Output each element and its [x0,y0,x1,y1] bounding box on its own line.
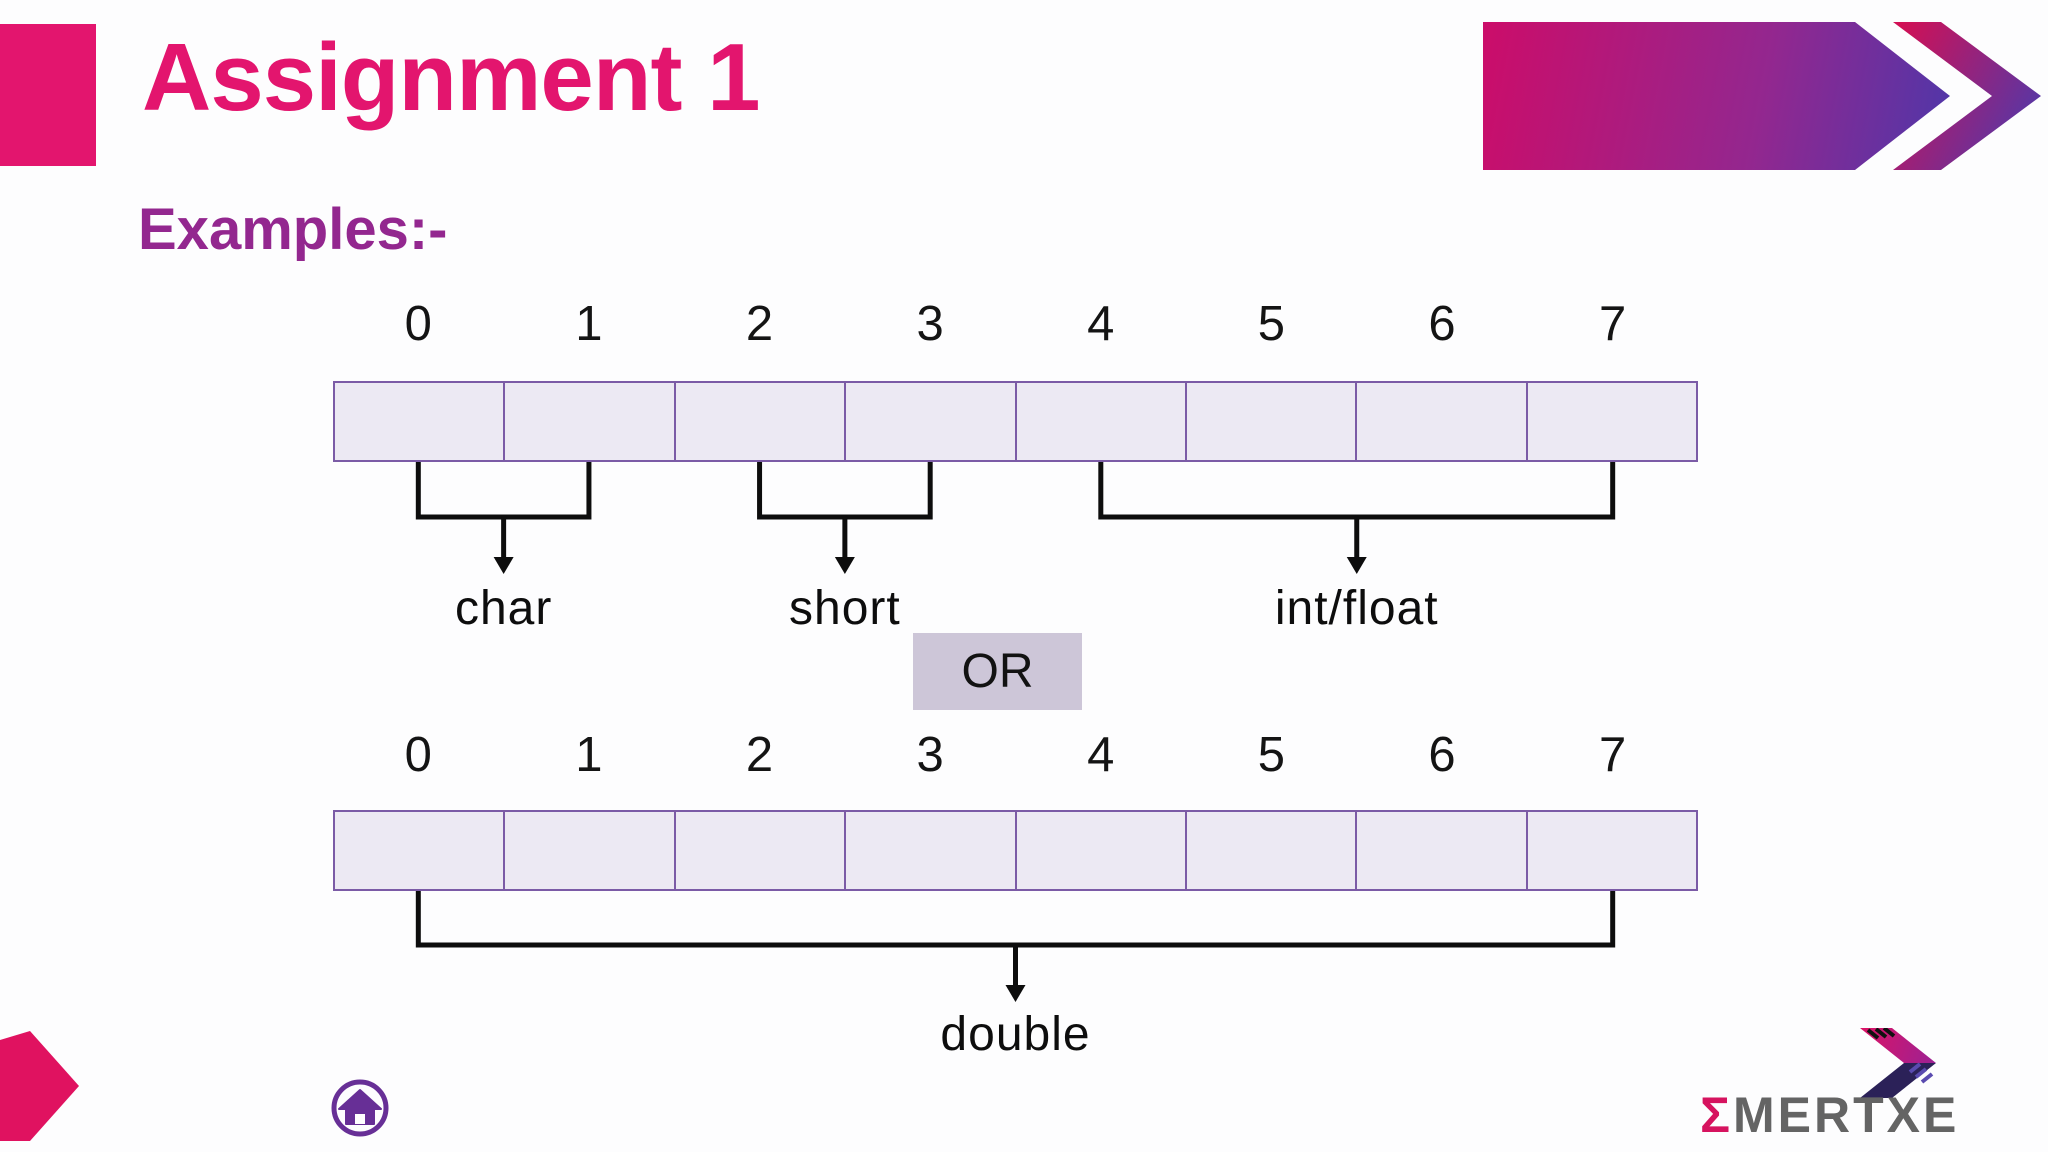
byte-cell [505,812,676,889]
arrowhead-icon [493,557,514,574]
arrowhead-icon [1005,985,1026,1002]
corner-accent-square [0,24,96,166]
type-label-double: double [940,1008,1091,1061]
byte-cell [846,812,1017,889]
byte-index: 7 [1599,297,1627,351]
byte-cell [335,383,506,460]
byte-cell [1357,383,1528,460]
logo-sigma: Σ [1700,1087,1734,1143]
header-arrow-body [1483,22,1950,170]
footer-accent-pentagon [0,1031,79,1141]
or-label-box: OR [913,633,1082,710]
byte-index: 4 [1087,297,1115,351]
byte-cell [335,812,506,889]
byte-index: 3 [916,297,944,351]
byte-cell [1357,812,1528,889]
group-bracket-int/float [1098,462,1616,520]
group-bracket-short [757,462,933,520]
byte-cell [1527,383,1696,460]
emertxe-logo-mark [1860,1028,1936,1098]
byte-cell [675,812,847,889]
byte-index-row-2: 0 1 2 3 4 5 6 7 [333,727,1698,785]
byte-cell [1527,812,1696,889]
byte-index: 2 [745,728,774,782]
byte-cell [1016,812,1187,889]
byte-index: 5 [1257,728,1286,782]
byte-cell [505,383,676,460]
or-label: OR [961,645,1034,698]
byte-index: 4 [1087,728,1115,782]
byte-cell [846,383,1017,460]
home-icon[interactable] [329,1077,391,1139]
byte-index: 0 [404,297,432,351]
emertxe-logo-text: ΣMERTXE [1700,1086,2030,1144]
type-label-int-float: int/float [1274,582,1439,635]
byte-cell-row-1 [333,381,1698,462]
byte-index: 3 [916,728,944,782]
page-title: Assignment 1 [142,24,760,131]
byte-index-row-1: 0 1 2 3 4 5 6 7 [333,296,1698,354]
byte-index: 6 [1428,297,1456,351]
byte-cell [1186,383,1358,460]
arrowhead-icon [834,557,855,574]
byte-index: 7 [1599,728,1627,782]
type-label-short: short [789,582,901,635]
page-subtitle: Examples:- [138,197,448,262]
byte-index: 6 [1428,728,1456,782]
byte-index: 1 [575,297,603,351]
byte-cell [1186,812,1358,889]
byte-index: 5 [1257,297,1286,351]
byte-cell [1016,383,1187,460]
byte-cell [675,383,847,460]
arrowhead-icon [1346,557,1367,574]
byte-index: 2 [745,297,774,351]
type-label-char: char [454,582,553,635]
header-arrow-graphic [1483,22,2041,170]
logo-rest: MERTXE [1733,1087,1960,1143]
header-arrow-chevron [1893,22,2041,170]
byte-index: 1 [575,728,603,782]
group-bracket-double [415,891,1616,948]
byte-index: 0 [404,728,432,782]
byte-cell-row-2 [333,810,1698,891]
group-bracket-char [415,462,592,520]
